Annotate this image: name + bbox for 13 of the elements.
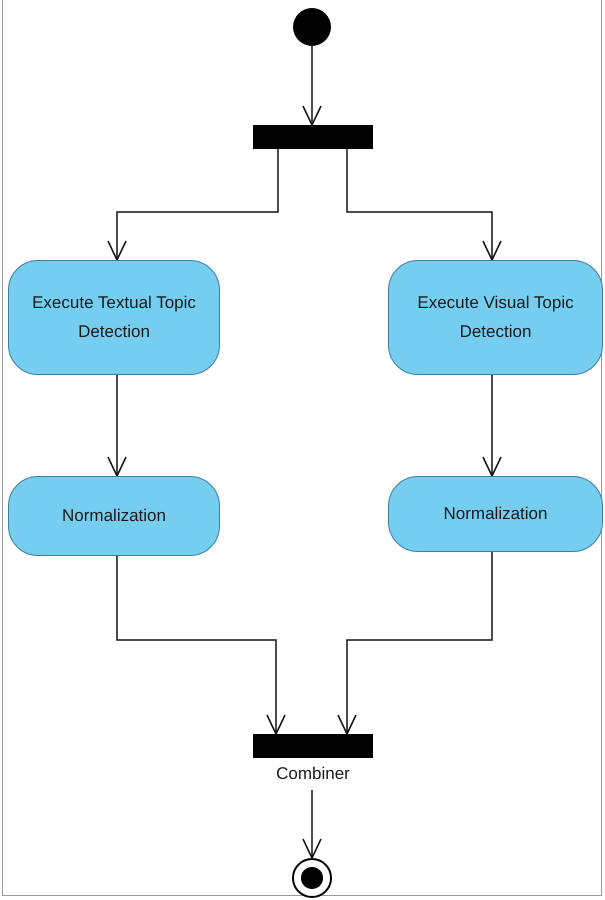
arrow <box>107 149 279 261</box>
action-box: Normalization <box>8 476 220 556</box>
arrow <box>107 375 127 477</box>
arrow <box>337 552 493 735</box>
action-box: Normalization <box>388 476 603 552</box>
bar-caption: Combiner <box>275 764 351 784</box>
arrow <box>302 790 322 859</box>
action-box: Execute Visual Topic Detection <box>388 260 603 375</box>
arrow <box>116 556 286 735</box>
action-box: Execute Textual Topic Detection <box>8 260 220 375</box>
arrow <box>302 46 322 126</box>
arrow <box>346 149 502 261</box>
arrow <box>482 375 502 477</box>
